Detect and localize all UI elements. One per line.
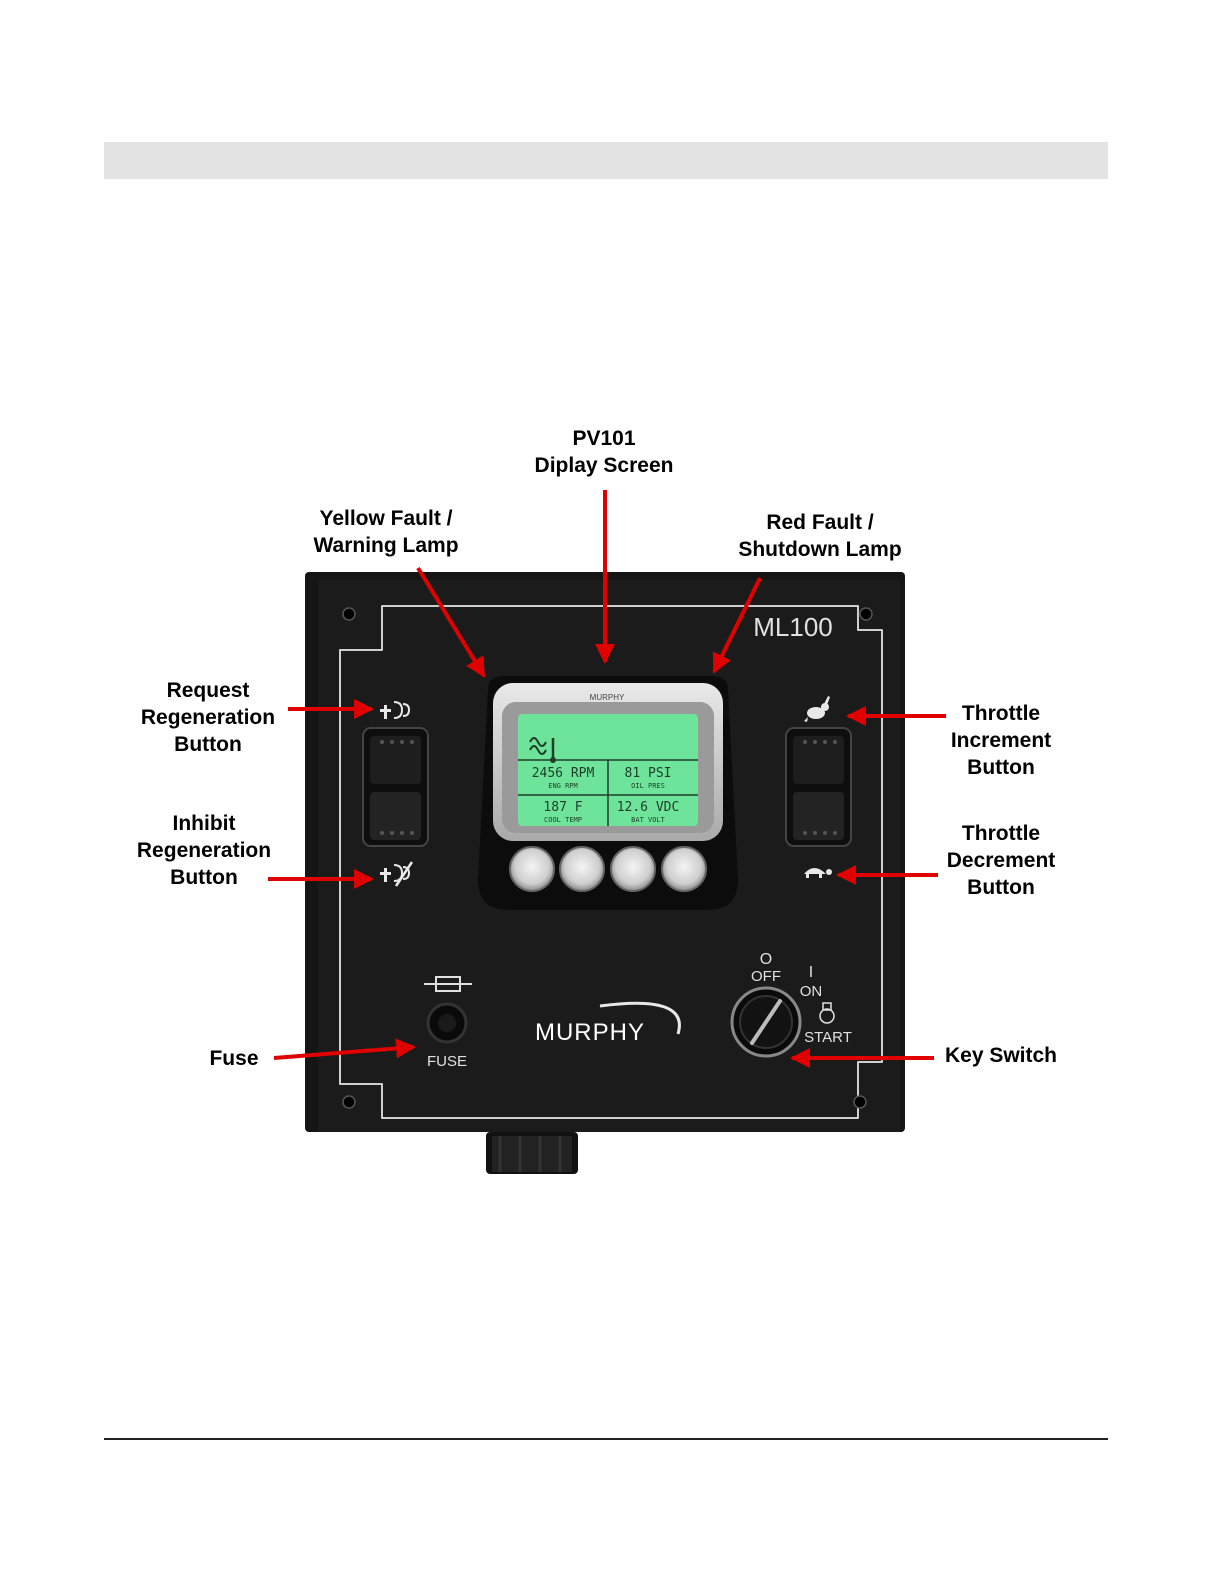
murphy-logo: MURPHY <box>535 1001 681 1046</box>
lcd-value: 12.6 VDC <box>617 800 680 815</box>
rabbit-icon <box>804 696 830 722</box>
lcd-caption: OIL PRES <box>631 782 665 790</box>
lcd-value: 2456 RPM <box>532 766 595 781</box>
display-button-4[interactable] <box>661 846 707 892</box>
lcd-value: 81 PSI <box>625 766 672 781</box>
key-off-label: OFF <box>751 968 781 985</box>
key-off-symbol: O <box>760 951 772 968</box>
key-start-icon <box>819 1002 835 1024</box>
key-on-symbol: I <box>809 964 813 981</box>
footer-rule <box>104 1438 1108 1440</box>
throttle-rocker-switch[interactable] <box>785 727 852 847</box>
inhibit-regeneration-icon <box>380 861 414 887</box>
key-on-label: ON <box>800 983 823 1000</box>
key-start-label: START <box>804 1029 852 1046</box>
callout-arrows <box>268 490 946 1068</box>
label-fuse: Fuse <box>209 1047 259 1070</box>
header-bar <box>104 142 1108 179</box>
display-button-1[interactable] <box>509 846 555 892</box>
turtle-icon <box>804 868 832 878</box>
fuse-symbol-icon <box>424 976 472 992</box>
display-brand: MURPHY <box>590 693 625 702</box>
lcd-caption: BAT VOLT <box>631 816 666 824</box>
regeneration-icon <box>380 701 411 719</box>
arrow-yellow-fault <box>416 566 486 678</box>
lcd-caption: ENG RPM <box>548 782 578 790</box>
model-label: ML100 <box>753 612 833 642</box>
label-red-fault: Red Fault /Shutdown Lamp <box>738 511 902 561</box>
label-yellow-fault: Yellow Fault /Warning Lamp <box>313 507 459 557</box>
key-switch[interactable] <box>730 986 802 1058</box>
svg-text:MURPHY: MURPHY <box>535 1019 645 1046</box>
label-key-switch: Key Switch <box>944 1044 1058 1067</box>
arrow-red-fault <box>712 577 762 674</box>
arrow-fuse <box>273 1038 416 1060</box>
regeneration-rocker-switch[interactable] <box>362 727 429 847</box>
lcd-caption: COOL TEMP <box>544 816 582 824</box>
lcd-value: 187 F <box>543 800 582 815</box>
fuse-label: FUSE <box>427 1053 467 1070</box>
fuse-holder[interactable]: FUSE <box>424 976 472 1070</box>
display-button-3[interactable] <box>610 846 656 892</box>
display-button-2[interactable] <box>559 846 605 892</box>
display-buttons[interactable] <box>509 846 707 892</box>
lcd-regen-icon <box>529 737 556 763</box>
